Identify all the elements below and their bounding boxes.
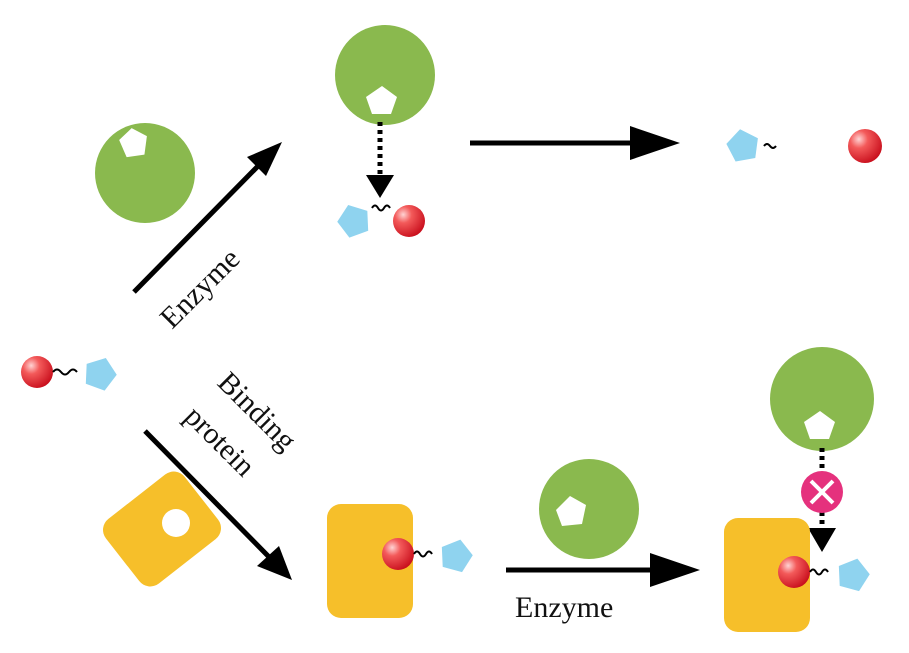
arrow-cleavage bbox=[470, 126, 680, 160]
product-ball bbox=[848, 129, 882, 163]
enzyme-free-bottom bbox=[539, 459, 639, 559]
product-ligand bbox=[724, 126, 777, 163]
arrow-enzyme-diagonal bbox=[132, 142, 282, 294]
bound-complex-middle bbox=[327, 504, 476, 618]
binding-protein-free bbox=[103, 471, 221, 587]
substrate-top bbox=[333, 199, 425, 240]
bound-complex-right bbox=[724, 518, 873, 632]
arrow-enzyme-bottom bbox=[506, 553, 700, 587]
label-enzyme-bottom: Enzyme bbox=[515, 591, 613, 624]
enzyme-active-top bbox=[335, 25, 435, 198]
block-icon bbox=[801, 471, 843, 513]
substrate-left bbox=[21, 352, 121, 393]
enzyme-free-top bbox=[95, 123, 195, 223]
arrow-binding-protein-diagonal bbox=[143, 429, 292, 580]
